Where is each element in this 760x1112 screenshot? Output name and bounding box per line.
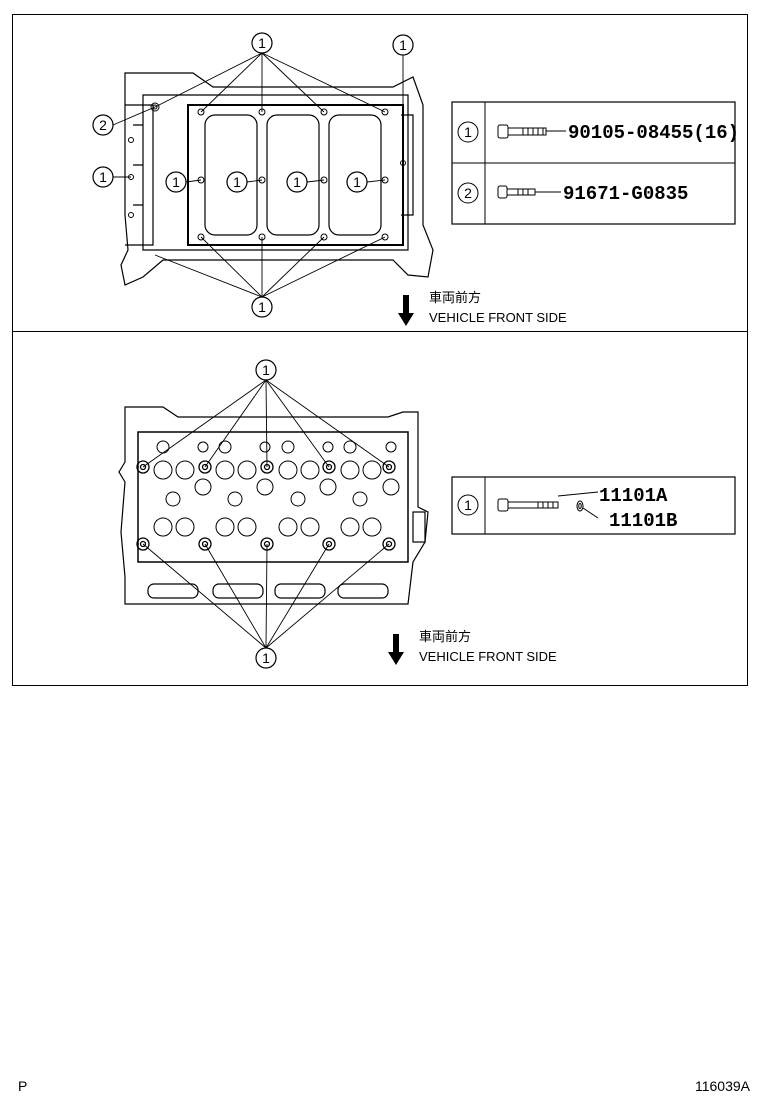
callout-circle [251,32,273,54]
block-inner-frame [142,94,409,251]
callout-label: 1 [262,362,270,378]
washer-icon [576,500,599,519]
legend-key: 2 [464,185,472,201]
callout-circle [286,171,308,193]
top-diagram: 1 1 2 1 1 1 1 1 1 車両前方 VEHICLE FRONT SID… [92,32,739,326]
direction-label-jp: 車両前方 [419,629,471,644]
bolt-icon [497,185,561,199]
callout-circle [392,34,414,56]
side-flange [125,104,154,246]
callout-circle [251,296,273,318]
gasket-face [187,104,404,246]
legend-key: 1 [464,497,472,513]
callout-circle [165,171,187,193]
block-outline [120,72,434,286]
head-combustion-face [137,431,409,563]
figure-id: 116039A [694,1078,750,1094]
head-bolt-icon [497,491,599,512]
callout-label: 1 [258,35,266,51]
legend-table [451,476,736,535]
bay-3 [328,114,382,236]
callout-label: 1 [258,299,266,315]
legend-key: 1 [464,124,472,140]
part-number: 11101A [599,485,668,507]
callout-circle [255,647,277,669]
callout-label: 1 [99,169,107,185]
bottom-diagram: 1 1 車両前方 VEHICLE FRONT SIDE 1 11101A 111… [118,359,736,669]
callout-label: 1 [172,174,180,190]
front-arrow-icon [398,295,414,326]
top-diagram-panel: 1 1 2 1 1 1 1 1 1 車両前方 VEHICLE FRONT SID… [12,14,748,332]
callout-label: 1 [293,174,301,190]
bay-2 [266,114,320,236]
callout-label: 1 [233,174,241,190]
footer-left-label: P [18,1078,28,1094]
callout-label: 1 [353,174,361,190]
direction-label-en: VEHICLE FRONT SIDE [429,310,567,325]
part-number: 91671-G0835 [563,183,688,205]
part-number: 11101B [609,510,677,532]
callout-label: 1 [399,37,407,53]
callout-circle [255,359,277,381]
callout-label: 1 [262,650,270,666]
front-arrow-icon [388,634,404,665]
bottom-diagram-panel: 1 1 車両前方 VEHICLE FRONT SIDE 1 11101A 111… [12,331,748,686]
direction-label-jp: 車両前方 [429,290,481,305]
bolt-icon [497,124,566,139]
bay-1 [204,114,258,236]
callout-label: 2 [99,117,107,133]
callout-circle [92,114,114,136]
head-outline [118,406,429,605]
callout-circle [226,171,248,193]
direction-label-en: VEHICLE FRONT SIDE [419,649,557,664]
part-number: 90105-08455(16) [568,122,739,144]
callout-circle [92,166,114,188]
callout-circle [346,171,368,193]
legend-table [451,101,736,225]
